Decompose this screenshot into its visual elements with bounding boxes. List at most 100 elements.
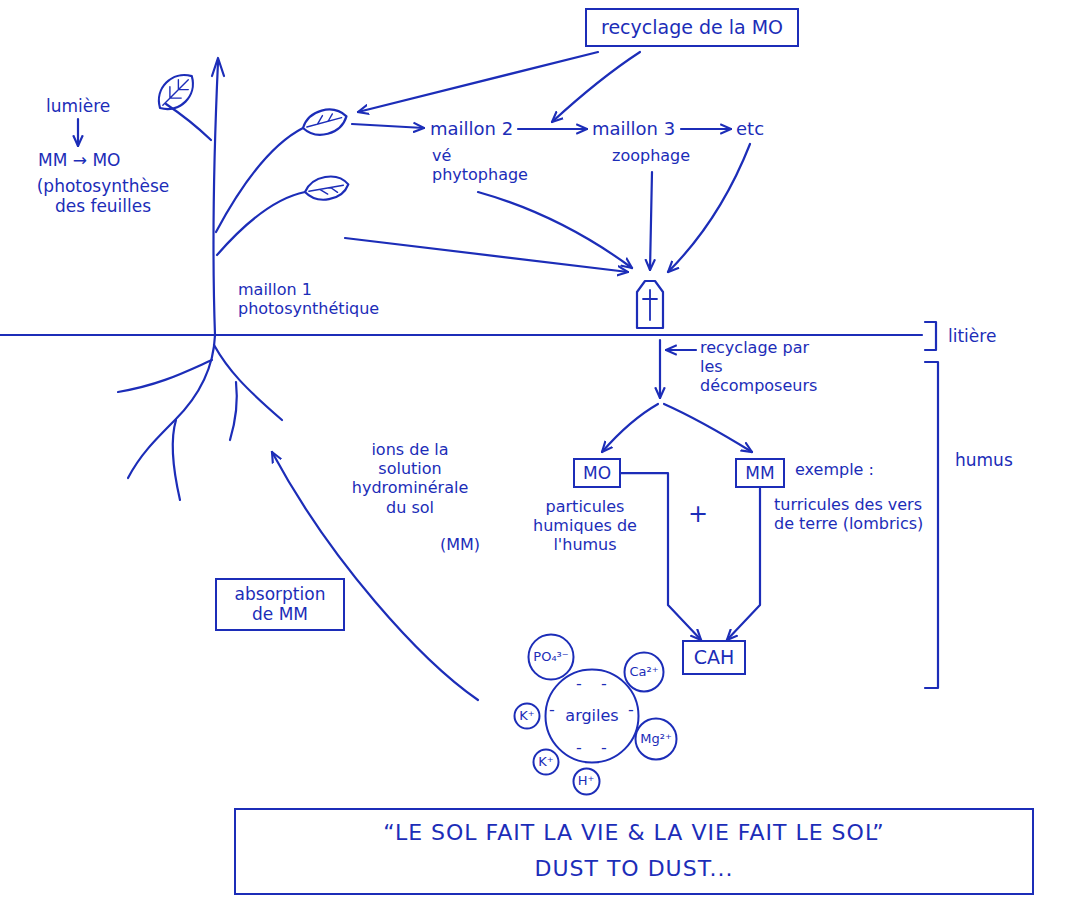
plant-root (214, 345, 282, 420)
ion-circle: K⁺ (513, 702, 541, 730)
chain-arrow (518, 128, 587, 130)
node-text: Mg²⁺ (640, 731, 672, 747)
node-text: absorption de MM (225, 584, 335, 625)
death-arrow (650, 172, 652, 270)
equation-label: MM → MO (38, 150, 120, 170)
node-text: recyclage de la MO (601, 16, 783, 39)
circle-shape (636, 719, 677, 760)
light-label: lumière (46, 96, 110, 116)
leaf-vein (309, 185, 345, 197)
note-label: (photosynthèse des feuilles (28, 176, 178, 217)
light-arrow (77, 119, 79, 146)
chain-arrow (681, 128, 731, 130)
node-text: “LE SOL FAIT LA VIE & LA VIE FAIT LE SOL… (266, 820, 1002, 846)
node-text: H⁺ (578, 773, 595, 789)
layer-label: litière (948, 326, 996, 346)
node-text: MO (583, 463, 611, 483)
node-text: CAH (694, 646, 735, 669)
circle-shape (546, 670, 639, 763)
note-label: vé phytophage (432, 146, 532, 184)
trophic-label: maillon 3 (592, 118, 675, 140)
node-text: PO₄³⁻ (533, 649, 568, 665)
flow-arrow (621, 473, 701, 640)
leaf-vein (157, 74, 194, 111)
plant-root (118, 360, 212, 392)
ion-circle: PO₄³⁻ (527, 633, 575, 681)
trophic-label: etc (736, 118, 764, 140)
note-label: zoophage (612, 146, 690, 165)
circle-shape (515, 704, 540, 729)
leaf (303, 173, 350, 203)
humus-bracket (925, 362, 938, 688)
litter-bracket (925, 322, 936, 350)
note-label: exemple : (795, 460, 874, 479)
layer-label: humus (955, 450, 1013, 470)
death-arrow (345, 238, 628, 272)
plant-root (128, 335, 215, 478)
plant-root (230, 382, 237, 440)
trophic-label: maillon 2 (430, 118, 513, 140)
note-label: turricules des vers de terre (lombrics) (774, 495, 924, 533)
note-label: ions de la solution hydrominérale du sol (345, 440, 475, 517)
charge-sign: - (576, 674, 582, 693)
node-text: K⁺ (519, 708, 534, 724)
ion-circle: H⁺ (572, 767, 601, 796)
motto-box: “LE SOL FAIT LA VIE & LA VIE FAIT LE SOL… (234, 808, 1034, 895)
charge-sign: - (549, 700, 555, 719)
note-label: recyclage par les décomposeurs (700, 338, 830, 396)
ion-circle: Mg²⁺ (634, 717, 678, 761)
clay-circle: argiles (544, 668, 640, 764)
plant-root (173, 420, 180, 500)
process-box: absorption de MM (215, 578, 345, 631)
leaf-vein (305, 111, 342, 127)
circle-shape (529, 635, 574, 680)
note-label: (MM) (440, 535, 480, 554)
process-box: recyclage de la MO (585, 8, 799, 47)
node-text: DUST TO DUST... (266, 856, 1002, 882)
charge-sign: - (576, 738, 582, 757)
tombstone (637, 281, 663, 328)
plus-sign: + (688, 500, 708, 529)
charge-sign: - (601, 674, 607, 693)
leaf-blade (300, 105, 350, 140)
leaf-blade (150, 67, 201, 118)
note-label: particules humiques de l'humus (520, 497, 650, 555)
circle-shape (534, 750, 559, 775)
matter-box: MM (735, 458, 784, 488)
node-text: MM (745, 463, 774, 483)
flow-arrow (727, 488, 760, 640)
plant-branch (216, 128, 303, 232)
leaf (300, 105, 350, 140)
tomb-cross (643, 290, 657, 320)
decomposition-arrow (659, 340, 661, 398)
stem-tip (212, 58, 224, 76)
split-arrow (664, 404, 752, 452)
ground-line (0, 334, 922, 336)
node-text: argiles (565, 706, 618, 725)
charge-sign: - (628, 700, 634, 719)
death-arrow (478, 192, 632, 268)
leaf (150, 67, 201, 118)
circle-shape (625, 653, 664, 692)
split-arrow (602, 404, 658, 452)
plant-stem (214, 62, 218, 335)
leaf-blade (303, 173, 350, 203)
circle-shape (573, 768, 599, 794)
recycling-arrow (358, 52, 598, 112)
complex-box: CAH (682, 640, 747, 675)
charge-sign: - (601, 738, 607, 757)
recycling-arrow (552, 52, 640, 122)
matter-box: MO (573, 458, 621, 488)
plant-branch (217, 192, 305, 255)
leader-arrow (666, 349, 696, 351)
trophic-label: maillon 1 photosynthétique (238, 280, 388, 318)
node-text: K⁺ (538, 754, 553, 770)
node-text: Ca²⁺ (629, 664, 658, 680)
ion-circle: K⁺ (532, 748, 560, 776)
chain-arrow (352, 124, 424, 128)
